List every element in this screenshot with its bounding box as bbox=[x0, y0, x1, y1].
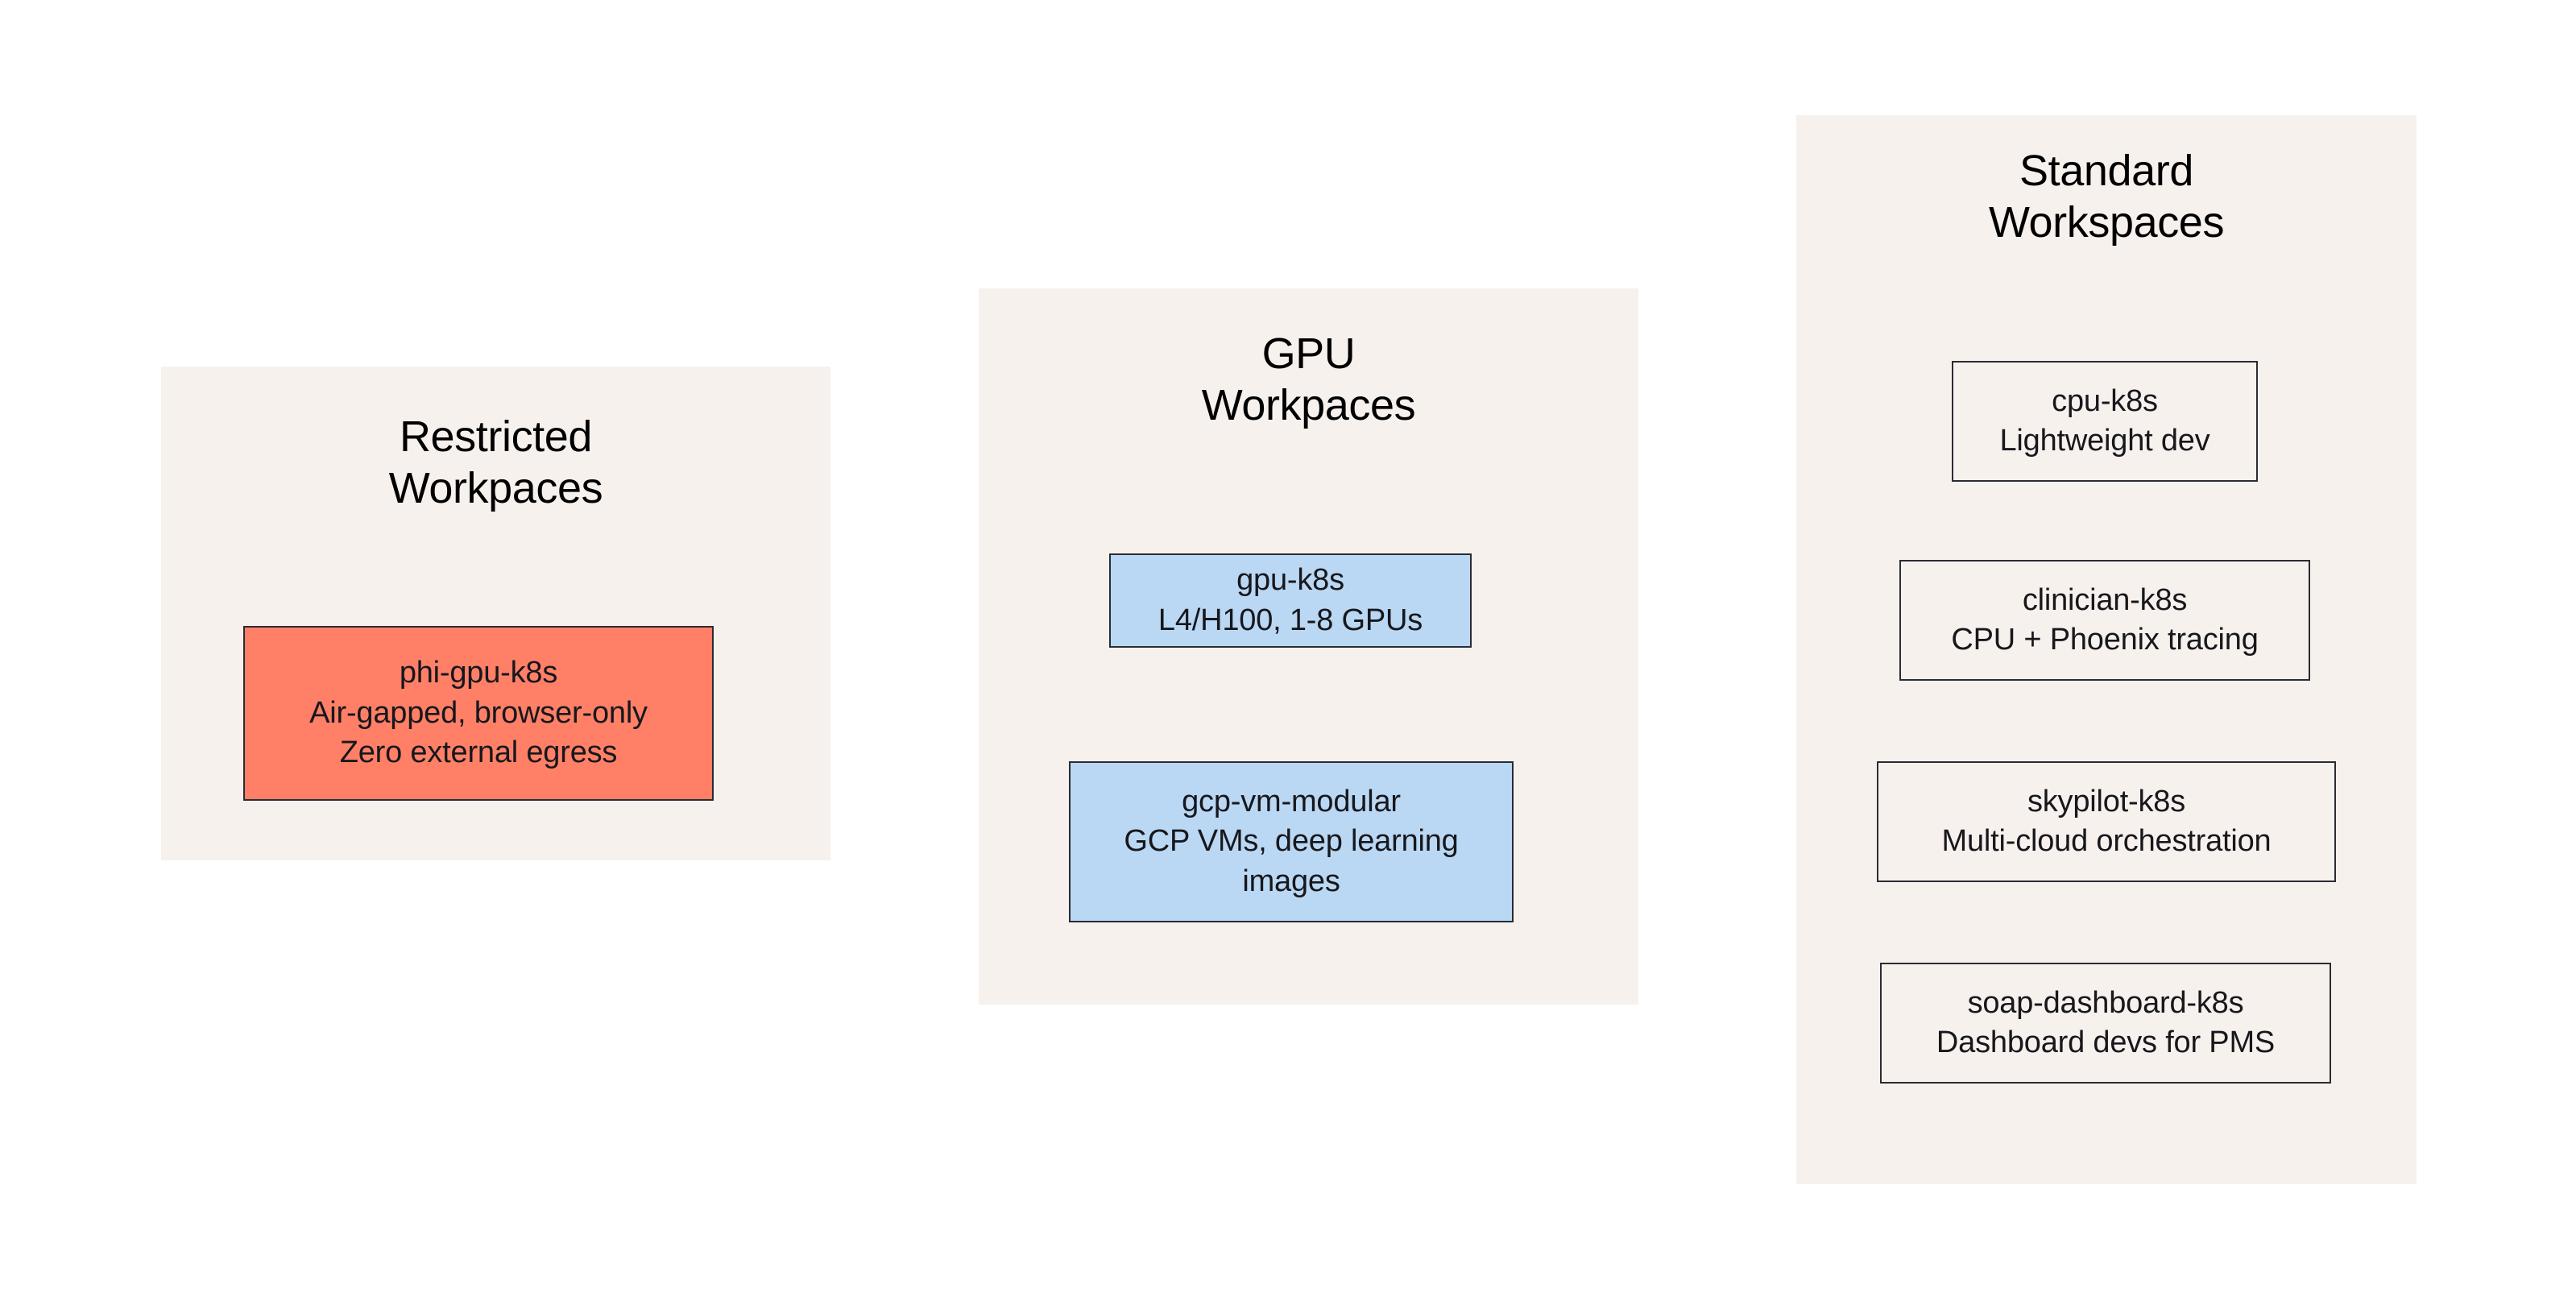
node-clinician-k8s-text: clinician-k8s CPU + Phoenix tracing bbox=[1951, 582, 2259, 657]
group-title-gpu-workpaces: GPU Workpaces bbox=[1201, 329, 1416, 429]
node-gcp-vm-modular[interactable]: gcp-vm-modular GCP VMs, deep learning im… bbox=[1069, 761, 1514, 922]
node-phi-gpu-k8s[interactable]: phi-gpu-k8s Air-gapped, browser-only Zer… bbox=[243, 626, 714, 801]
node-gcp-vm-modular-text: gcp-vm-modular GCP VMs, deep learning im… bbox=[1124, 784, 1459, 898]
node-skypilot-k8s-text: skypilot-k8s Multi-cloud orchestration bbox=[1941, 784, 2272, 858]
node-phi-gpu-k8s-text: phi-gpu-k8s Air-gapped, browser-only Zer… bbox=[309, 656, 648, 770]
node-gpu-k8s[interactable]: gpu-k8s L4/H100, 1-8 GPUs bbox=[1109, 553, 1472, 648]
node-clinician-k8s[interactable]: clinician-k8s CPU + Phoenix tracing bbox=[1899, 560, 2310, 681]
node-cpu-k8s[interactable]: cpu-k8s Lightweight dev bbox=[1952, 361, 2258, 482]
group-panel-standard-workspaces: Standard Workspaces bbox=[1796, 115, 2417, 1184]
node-soap-dashboard-k8s[interactable]: soap-dashboard-k8s Dashboard devs for PM… bbox=[1880, 963, 2331, 1084]
node-soap-dashboard-k8s-text: soap-dashboard-k8s Dashboard devs for PM… bbox=[1936, 985, 2276, 1059]
node-gpu-k8s-text: gpu-k8s L4/H100, 1-8 GPUs bbox=[1158, 563, 1423, 637]
node-cpu-k8s-text: cpu-k8s Lightweight dev bbox=[1999, 383, 2210, 458]
group-title-standard-workspaces: Standard Workspaces bbox=[1988, 147, 2225, 247]
group-title-restricted-workpaces: Restricted Workpaces bbox=[388, 412, 603, 512]
node-skypilot-k8s[interactable]: skypilot-k8s Multi-cloud orchestration bbox=[1877, 761, 2336, 882]
